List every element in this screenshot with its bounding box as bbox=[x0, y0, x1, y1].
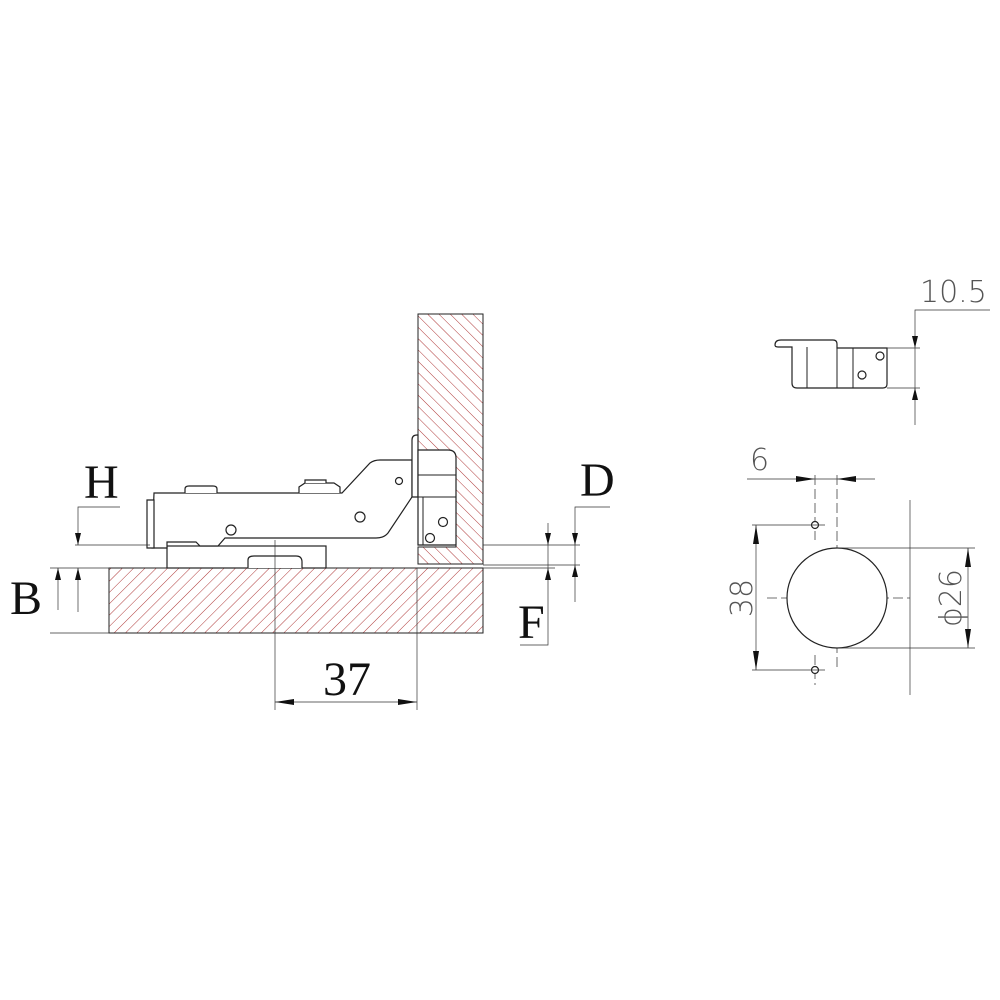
label-b: B bbox=[10, 572, 42, 625]
label-38: 38 bbox=[725, 579, 760, 617]
label-h: H bbox=[84, 456, 119, 509]
dimension-h: H bbox=[75, 456, 150, 612]
rivet-icon bbox=[394, 476, 404, 486]
screw-icon bbox=[354, 511, 366, 523]
door-panel bbox=[108, 567, 484, 634]
label-6: 6 bbox=[750, 443, 769, 478]
mounting-plate-view: 10.5 bbox=[774, 275, 990, 425]
screw-icon bbox=[437, 516, 449, 528]
label-diameter-26: ϕ26 bbox=[934, 569, 969, 627]
label-f: F bbox=[518, 596, 545, 649]
label-d: D bbox=[580, 454, 615, 507]
dimension-f: F bbox=[483, 523, 555, 649]
screw-icon bbox=[225, 524, 237, 536]
screw-icon bbox=[424, 532, 436, 544]
dimension-boring-distance: 37 bbox=[274, 540, 418, 710]
label-37: 37 bbox=[323, 653, 371, 706]
cup-hole bbox=[786, 547, 888, 649]
dimension-b: B bbox=[10, 567, 109, 634]
dimension-d: D bbox=[483, 454, 615, 602]
drilling-pattern-view: 6 38 ϕ26 bbox=[725, 443, 975, 695]
hinge-side-view bbox=[146, 434, 457, 569]
label-10-5: 10.5 bbox=[920, 275, 987, 310]
